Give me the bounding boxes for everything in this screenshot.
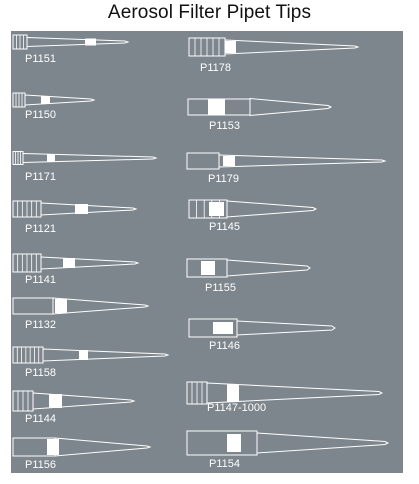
tip-label-p1146: P1146 <box>209 340 240 352</box>
tip-label-p1121: P1121 <box>25 223 56 235</box>
tip-label-p1178: P1178 <box>200 62 231 74</box>
tip-filter-p1150 <box>41 96 50 104</box>
pipet-tips-drawing <box>12 34 390 457</box>
tip-collar-p1155 <box>186 258 228 278</box>
tip-label-p1141: P1141 <box>25 274 56 286</box>
tip-collar-p1153 <box>187 98 251 116</box>
tip-body-p1179 <box>218 154 387 168</box>
tip-label-p1147-1000: P1147-1000 <box>207 402 267 414</box>
tip-p1151 <box>12 34 130 50</box>
tip-p1171 <box>12 151 158 165</box>
page-title: Aerosol Filter Pipet Tips <box>107 2 312 23</box>
tip-label-p1145: P1145 <box>209 221 240 233</box>
tip-collar-p1132 <box>12 297 54 315</box>
tip-body-p1154 <box>256 432 390 454</box>
tip-collar-p1179 <box>186 152 220 170</box>
tip-filter-p1151 <box>85 38 96 46</box>
tip-p1145 <box>188 199 318 219</box>
tip-body-p1150 <box>24 94 96 106</box>
tip-filter-p1154 <box>227 434 241 452</box>
tip-p1144 <box>12 390 136 412</box>
tip-label-p1151: P1151 <box>25 53 56 65</box>
tip-body-p1141 <box>40 256 140 270</box>
tip-label-p1132: P1132 <box>25 319 56 331</box>
tip-p1153 <box>187 97 333 117</box>
tip-label-p1153: P1153 <box>209 120 240 132</box>
tip-body-p1158 <box>42 348 170 362</box>
tip-filter-p1155 <box>201 261 215 275</box>
tip-filter-p1153 <box>208 99 225 115</box>
tip-filter-p1178 <box>225 41 236 53</box>
tip-p1158 <box>12 346 170 364</box>
tip-p1155 <box>186 258 311 278</box>
tip-collar-p1158 <box>12 346 44 364</box>
tip-label-p1156: P1156 <box>25 459 56 471</box>
tip-collar-p1154 <box>186 430 258 456</box>
tip-collar-p1146 <box>188 318 238 338</box>
tip-filter-p1171 <box>47 154 55 162</box>
tip-filter-p1132 <box>55 299 67 313</box>
tip-body-p1153 <box>249 97 333 117</box>
tip-body-p1171 <box>22 152 158 164</box>
tip-filter-p1141 <box>63 258 75 268</box>
tip-p1147-1000 <box>186 381 384 405</box>
tip-collar-p1145 <box>188 199 228 219</box>
tip-label-p1154: P1154 <box>209 458 240 470</box>
tip-label-p1158: P1158 <box>25 367 56 379</box>
tip-p1146 <box>188 318 336 338</box>
tip-filter-p1144 <box>49 394 62 408</box>
tip-body-p1121 <box>40 202 138 216</box>
tip-body-p1178 <box>224 39 360 55</box>
tip-p1156 <box>12 437 152 457</box>
tip-p1154 <box>186 430 390 456</box>
tip-filter-p1156 <box>47 439 59 455</box>
tip-label-p1155: P1155 <box>205 282 236 294</box>
tip-filter-p1121 <box>75 204 88 214</box>
tip-body-p1146 <box>236 320 336 336</box>
tip-filter-p1147-1000 <box>227 384 239 402</box>
tip-filter-p1145 <box>209 202 224 216</box>
tip-p1150 <box>12 92 96 108</box>
tip-body-p1151 <box>26 36 130 48</box>
tip-body-p1132 <box>52 297 150 315</box>
tip-p1178 <box>188 37 360 57</box>
tip-filter-p1179 <box>223 156 235 166</box>
tip-filter-p1146 <box>213 322 233 334</box>
tip-label-p1150: P1150 <box>25 109 56 121</box>
tip-label-p1171: P1171 <box>25 171 56 183</box>
tip-body-p1155 <box>226 259 311 277</box>
tip-body-p1144 <box>32 392 136 410</box>
tip-label-p1144: P1144 <box>25 413 56 425</box>
tip-body-p1145 <box>226 200 318 218</box>
tips-panel: P1151 P1150 P1171 P1121 P1141 P1132 P115… <box>11 31 403 473</box>
tip-body-p1156 <box>54 437 152 457</box>
tip-p1121 <box>12 200 138 218</box>
tip-p1141 <box>12 253 140 273</box>
tip-label-p1179: P1179 <box>208 173 239 185</box>
tip-p1132 <box>12 297 150 315</box>
tip-filter-p1158 <box>79 350 88 360</box>
tip-p1179 <box>186 152 387 170</box>
